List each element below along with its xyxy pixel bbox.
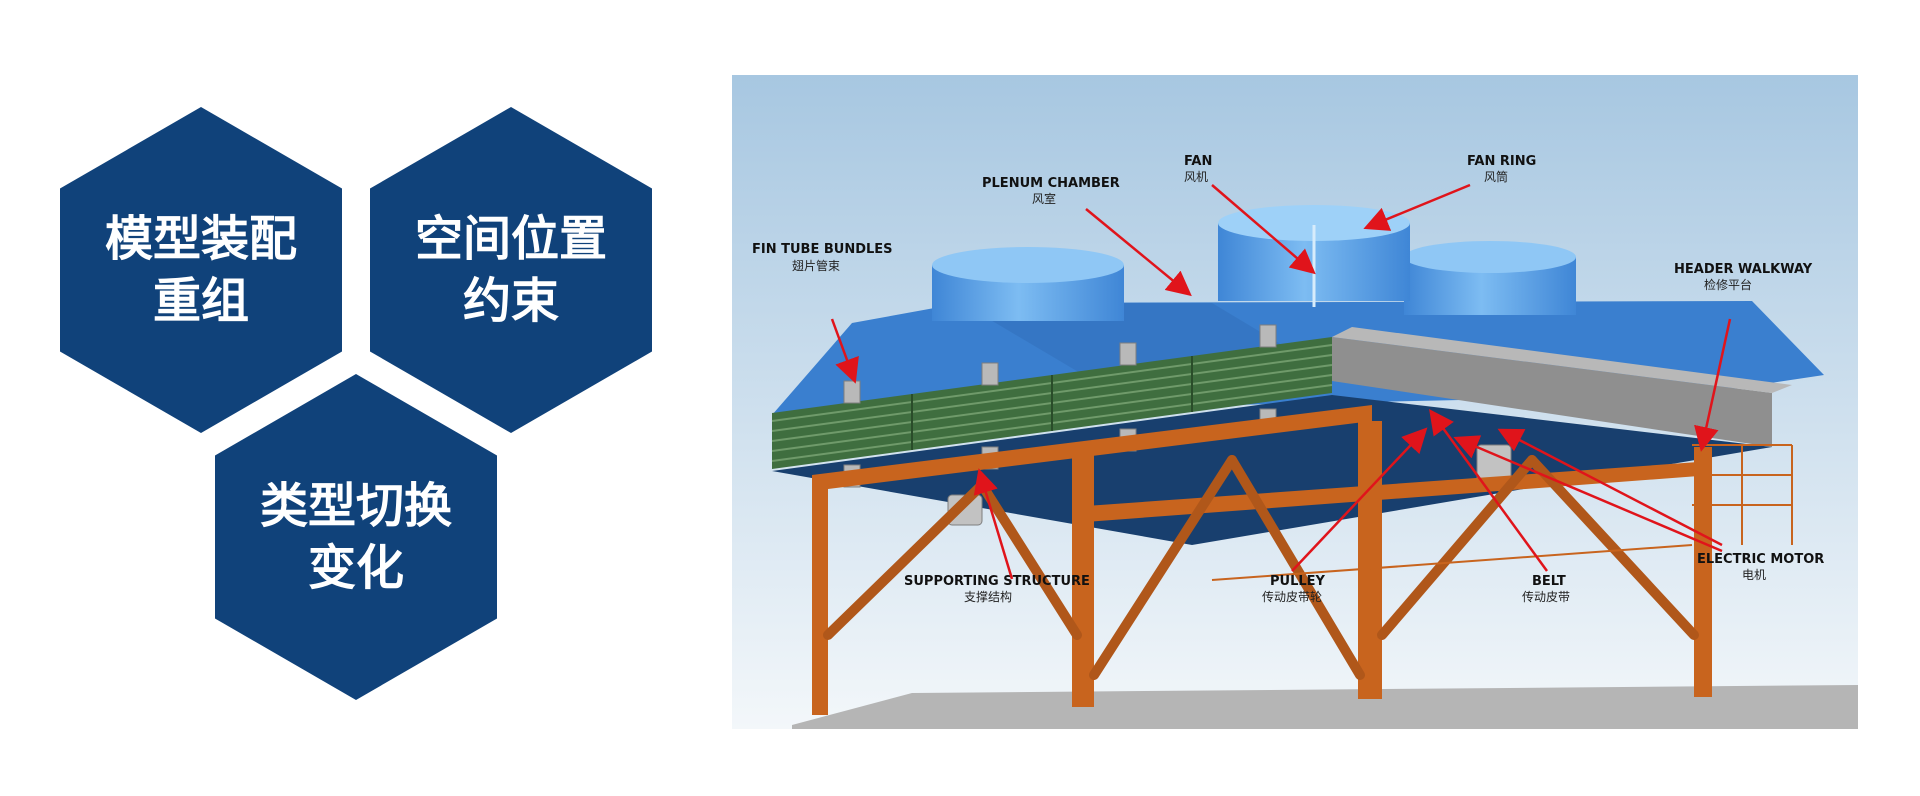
fin-tube-bundles — [771, 337, 1333, 469]
label-en: HEADER WALKWAY — [1674, 262, 1813, 277]
callout-arrows — [830, 183, 1732, 580]
hexagon-label-line: 模型装配 — [104, 211, 297, 267]
air-cooler-diagram: FIN TUBE BUNDLES 翅片管束 PLENUM CHAMBER 风室 … — [732, 75, 1858, 729]
hexagon-label-line: 空间位置 — [414, 211, 607, 267]
concrete-base — [792, 685, 1858, 729]
hexagon-label: 模型装配 重组 — [105, 208, 297, 332]
hexagon-model-assembly: 模型装配 重组 — [60, 107, 342, 433]
label-cn: 风机 — [1184, 170, 1208, 184]
label-en: FAN RING — [1467, 154, 1536, 169]
hexagon-label: 空间位置 约束 — [415, 208, 607, 332]
label-electric-motor: ELECTRIC MOTOR 电机 — [1697, 552, 1824, 582]
label-en: ELECTRIC MOTOR — [1697, 552, 1824, 567]
label-fan-ring: FAN RING 风筒 — [1467, 154, 1536, 184]
hexagon-label-line: 类型切换 — [259, 478, 452, 534]
header-walkway-platform — [1332, 337, 1772, 447]
label-supporting-structure: SUPPORTING STRUCTURE 支撑结构 — [904, 574, 1090, 604]
arrow-motor-1 — [1497, 428, 1723, 547]
label-plenum-chamber: PLENUM CHAMBER 风室 — [982, 176, 1120, 206]
label-en: BELT — [1532, 574, 1566, 589]
label-cn: 检修平台 — [1704, 277, 1752, 292]
label-fan: FAN 风机 — [1184, 154, 1212, 184]
label-en: FIN TUBE BUNDLES — [752, 242, 893, 257]
hexagon-label-line: 约束 — [462, 273, 559, 329]
label-cn: 风筒 — [1484, 169, 1508, 184]
hexagon-spatial-constraint: 空间位置 约束 — [370, 107, 652, 433]
support-bracing — [823, 455, 1699, 680]
arrow-plenum-chamber — [1085, 208, 1192, 297]
arrow-motor-2 — [1453, 435, 1723, 553]
label-fin-tube-bundles: FIN TUBE BUNDLES 翅片管束 — [752, 242, 893, 273]
walkway-railing — [1211, 444, 1793, 581]
fan-ring — [932, 247, 1124, 321]
label-cn: 电机 — [1742, 568, 1766, 582]
arrow-fan — [1211, 184, 1316, 275]
arrow-header-walkway — [1694, 318, 1732, 452]
label-cn: 传动皮带轮 — [1262, 589, 1322, 604]
label-en: PLENUM CHAMBER — [982, 176, 1120, 191]
hexagon-label: 类型切换 变化 — [260, 475, 452, 599]
fan-ring — [1218, 205, 1410, 307]
hexagon-label-line: 重组 — [152, 273, 249, 329]
label-en: SUPPORTING STRUCTURE — [904, 574, 1090, 589]
label-cn: 传动皮带 — [1522, 589, 1570, 604]
label-belt: BELT 传动皮带 — [1522, 574, 1570, 604]
hexagon-type-switch: 类型切换 变化 — [215, 374, 497, 700]
arrow-fin-tube-bundles — [830, 318, 859, 384]
label-cn: 风室 — [1032, 191, 1056, 206]
arrow-fan-ring — [1363, 183, 1471, 231]
label-en: PULLEY — [1270, 574, 1326, 589]
label-pulley: PULLEY 传动皮带轮 — [1262, 574, 1326, 604]
label-header-walkway: HEADER WALKWAY 检修平台 — [1674, 262, 1813, 292]
electric-motor — [947, 444, 1512, 526]
label-en: FAN — [1184, 154, 1212, 169]
fan-ring — [1404, 241, 1576, 315]
arrow-supporting-structure — [973, 468, 1014, 580]
label-cn: 支撑结构 — [964, 589, 1012, 604]
arrow-pulley — [1291, 427, 1428, 572]
header-walkway-top — [1332, 327, 1792, 393]
arrow-belt — [1429, 408, 1549, 572]
label-cn: 翅片管束 — [792, 258, 840, 273]
hexagon-label-line: 变化 — [307, 540, 404, 596]
